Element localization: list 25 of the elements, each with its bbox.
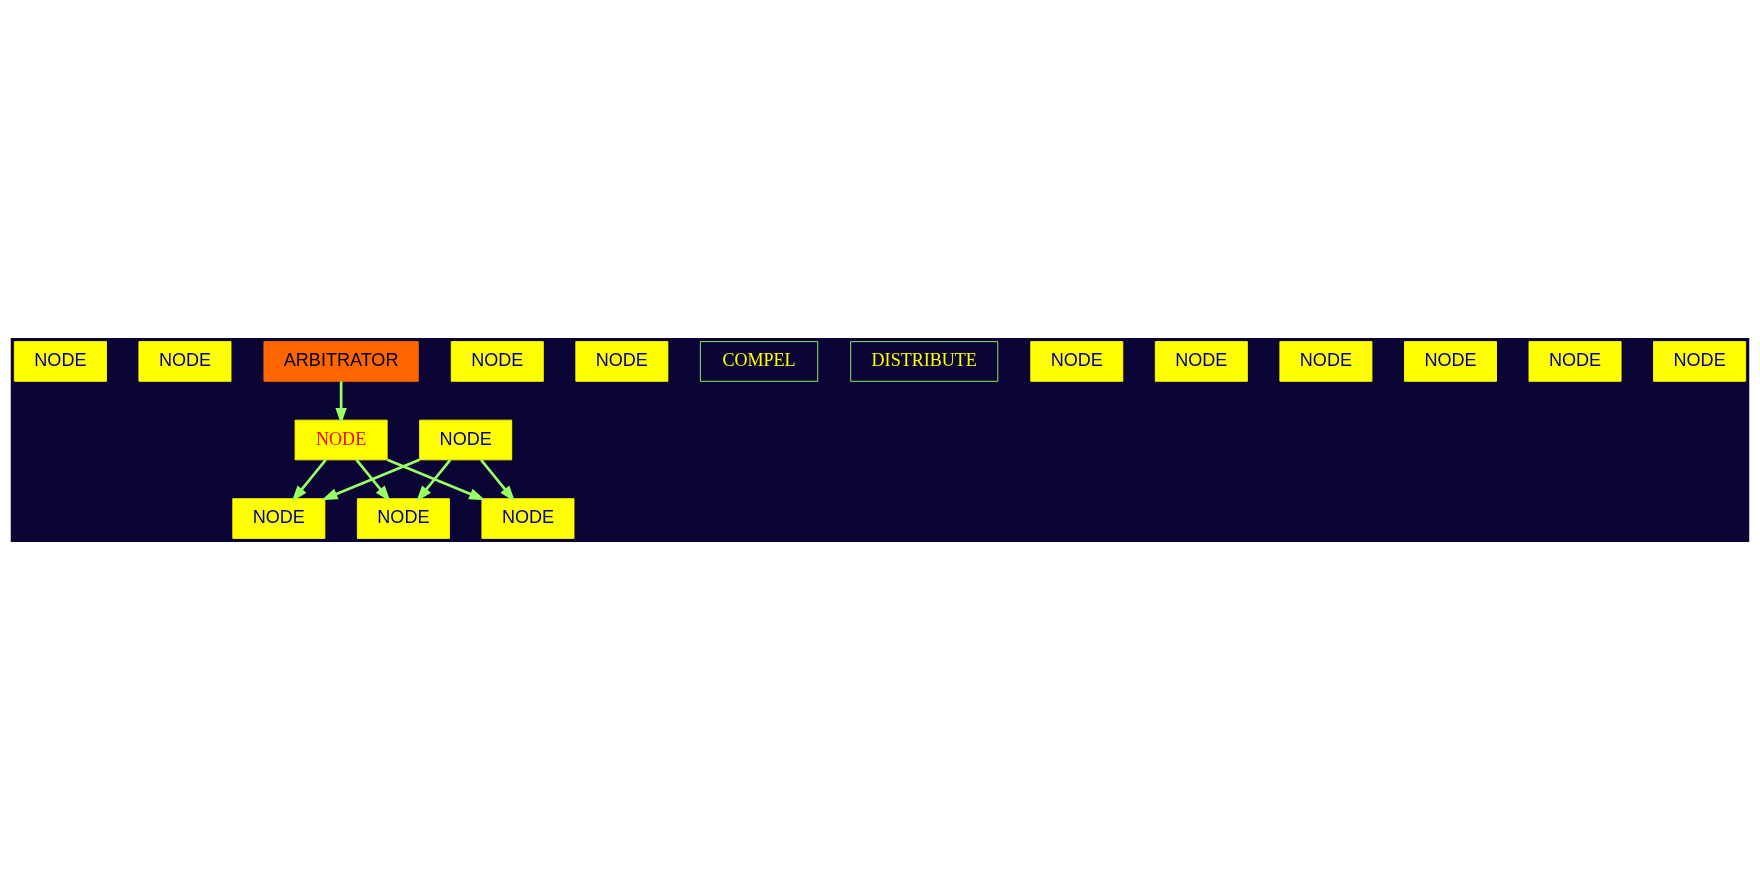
arrow [386,458,486,501]
node-box: NODE [1404,341,1497,382]
node-box: NODE [1653,341,1747,382]
node-box: NODE [1528,341,1622,382]
node-box: DISTRIBUTE [850,341,999,382]
node-box: NODE [232,498,326,539]
arrow [355,459,391,502]
node-box: NODE [419,419,513,461]
node-box: NODE [481,498,575,539]
node-box: NODE [138,341,232,382]
node-box: ARBITRATOR [263,341,419,382]
arrow [480,459,516,502]
node-box: NODE [1279,341,1373,382]
arrow [335,381,347,425]
node-box: NODE [356,498,450,539]
node-box: NODE [450,341,544,382]
arrow [291,459,327,502]
arrow [321,458,420,501]
node-box: NODE [13,341,107,382]
node-box: NODE [1030,341,1124,382]
node-box: NODE [575,341,669,382]
arrow [416,459,452,502]
node-box: COMPEL [699,341,819,382]
node-box: NODE [1154,341,1248,382]
node-box: NODE [294,419,388,461]
